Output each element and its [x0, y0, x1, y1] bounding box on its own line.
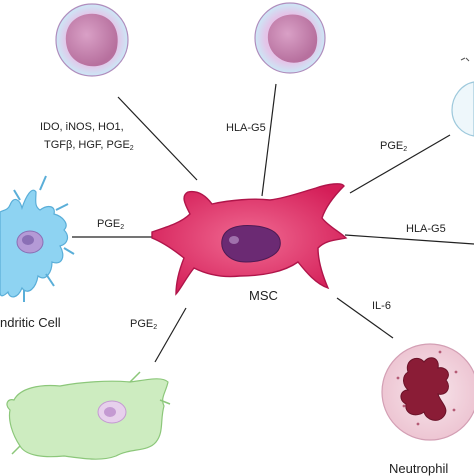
edge-label-dendritic-main: PGE [97, 218, 121, 230]
edge-label-dendritic: PGE2 [97, 218, 124, 231]
lymphocyte-right-edge [451, 57, 474, 137]
line-top [261, 83, 277, 197]
connector-lines [72, 83, 474, 363]
edge-label-top: HLA-G5 [226, 122, 266, 134]
edge-label-top-left-line1: IDO, iNOS, HO1, [40, 121, 124, 133]
node-label-neutrophil: Neutrophil [389, 461, 449, 476]
line-neutrophil [336, 297, 394, 339]
macrophage-cell [6, 371, 171, 460]
line-right-upper [349, 134, 451, 194]
line-top-left [117, 96, 198, 181]
edge-label-bottom-left-main: PGE [130, 318, 154, 330]
edge-label-top-left-line2-main: TGFβ, HGF, PGE [44, 139, 130, 151]
edge-label-dendritic-sub: 2 [120, 224, 125, 231]
edge-label-right: HLA-G5 [406, 223, 446, 235]
node-label-msc: MSC [249, 288, 278, 303]
edge-label-top-left-line2: TGFβ, HGF, PGE2 [44, 139, 134, 152]
edge-label-top-left-line2-sub: 2 [129, 145, 134, 152]
line-bottom-left [154, 307, 187, 363]
edge-label-bottom-left-sub: 2 [153, 324, 158, 331]
lymphocyte-top-left [55, 3, 129, 77]
edge-label-neutrophil: IL-6 [372, 300, 391, 312]
dendritic-cell [0, 175, 75, 302]
edge-label-right-upper-sub: 2 [403, 146, 408, 153]
node-label-dendritic: ndritic Cell [0, 315, 61, 330]
line-right [344, 234, 474, 245]
neutrophil-cell [381, 343, 474, 441]
msc-cell [151, 183, 348, 296]
lymphocyte-top-center [254, 2, 326, 74]
edge-label-right-upper-main: PGE [380, 140, 404, 152]
edge-label-bottom-left: PGE2 [130, 318, 157, 331]
edge-label-right-upper: PGE2 [380, 140, 407, 153]
